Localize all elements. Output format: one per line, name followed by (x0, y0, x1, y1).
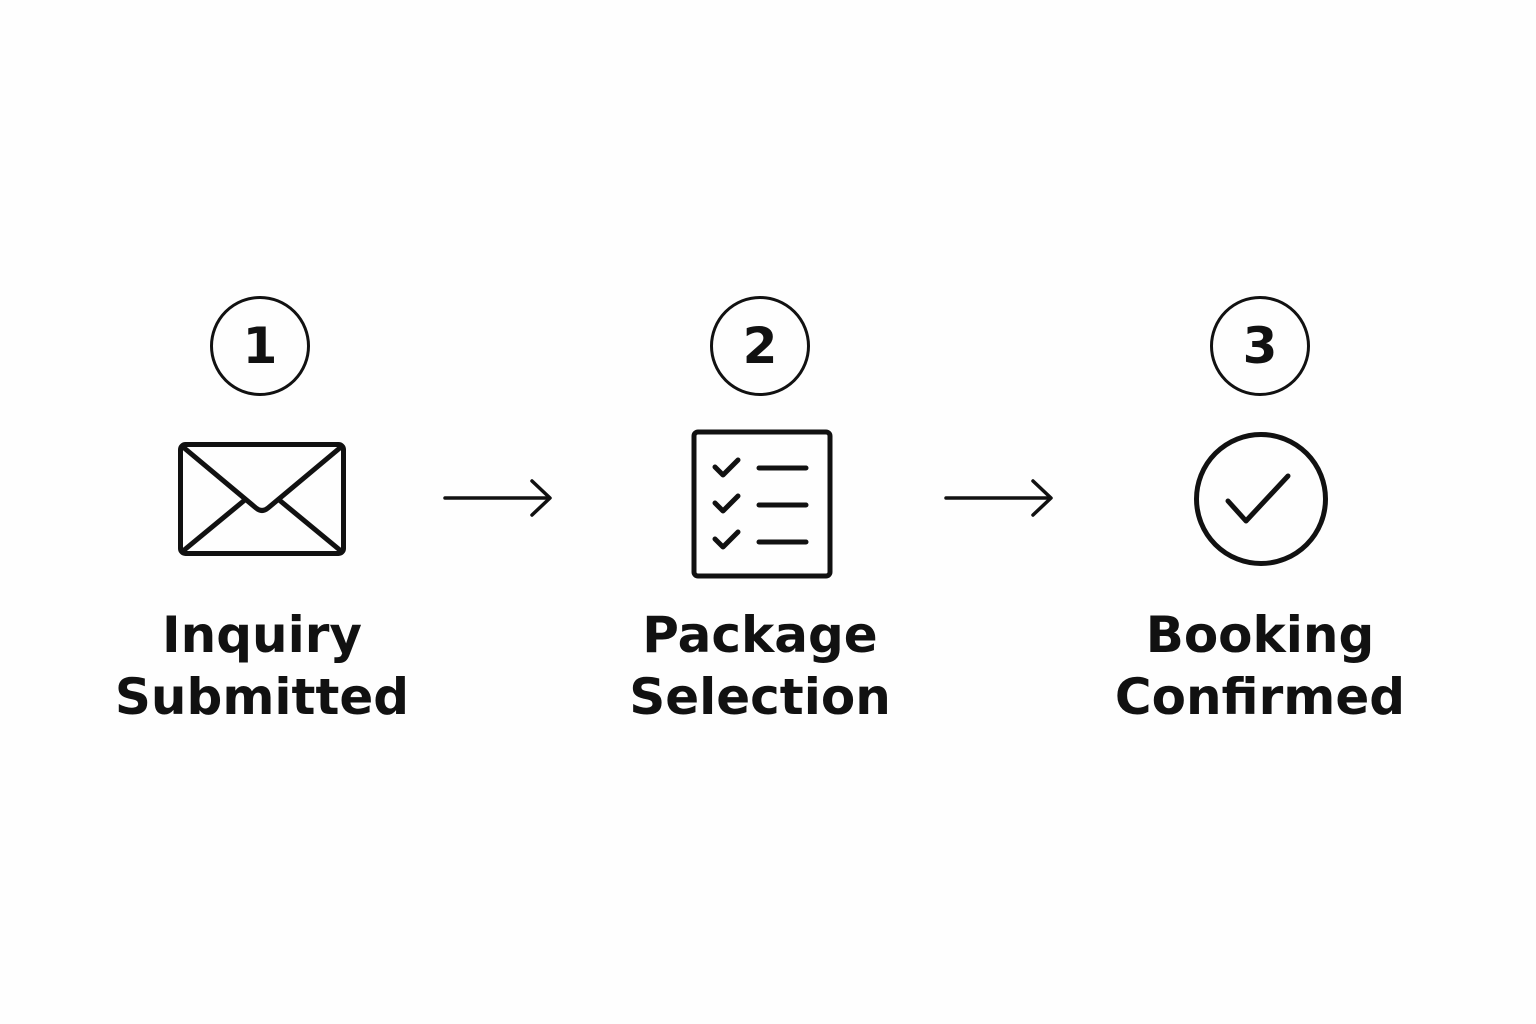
step-number-badge: 3 (1210, 296, 1310, 396)
step-label: Inquiry Submitted (82, 604, 442, 728)
step-label-line: Package (642, 606, 878, 664)
step-label-line: Booking (1145, 606, 1375, 664)
envelope-icon (178, 442, 346, 560)
step-label-line: Inquiry (162, 606, 362, 664)
step-label-line: Selection (629, 668, 891, 726)
checklist-icon (691, 429, 833, 583)
arrow-right-icon (944, 476, 1056, 524)
check-circle-icon (1192, 430, 1330, 572)
step-label: Package Selection (580, 604, 940, 728)
arrow-right-icon (443, 476, 555, 524)
step-label-line: Confirmed (1114, 668, 1406, 726)
step-label-line: Submitted (114, 668, 410, 726)
step-number-badge: 2 (710, 296, 810, 396)
step-label: Booking Confirmed (1080, 604, 1440, 728)
step-3: 3 Booking Confirmed (1080, 0, 1440, 1024)
step-2: 2 Package Selection (580, 0, 940, 1024)
step-1: 1 Inquiry Submitted (82, 0, 442, 1024)
step-number-badge: 1 (210, 296, 310, 396)
